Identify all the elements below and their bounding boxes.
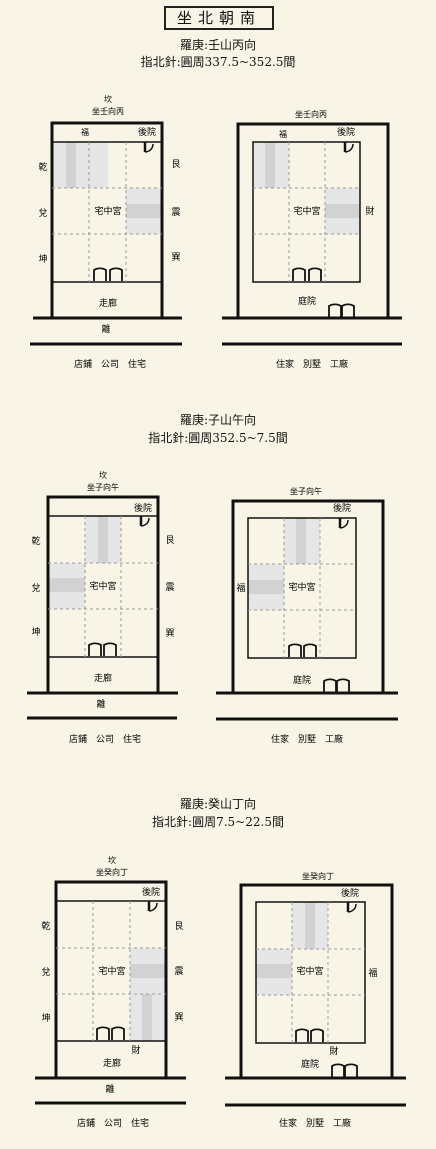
- side-label: 艮: [165, 535, 174, 546]
- double-door-icon: [93, 267, 123, 281]
- luo-label-2: 羅庚:子山午向: [179, 413, 257, 427]
- page-title: 坐北朝南: [164, 6, 274, 30]
- shaded-strip: [296, 518, 306, 564]
- corridor-label: 走廊: [94, 672, 112, 684]
- compass-label-3: 指北針:圓周7.5~22.5間: [152, 815, 284, 829]
- sub-label: 坐壬向丙: [295, 109, 327, 119]
- yard-label: 庭院: [293, 674, 311, 686]
- center-label: 宅中宮: [94, 205, 121, 217]
- gate-icon: [328, 303, 355, 317]
- compass-label-2: 指北針:圓周352.5~7.5間: [148, 431, 288, 445]
- cell-label: 福: [81, 128, 89, 137]
- shaded-strip: [256, 964, 292, 978]
- cell-label: 財: [131, 1044, 140, 1056]
- bottom-label: 離: [105, 1083, 114, 1095]
- shaded-strip: [48, 578, 85, 592]
- gate-icon: [331, 1063, 358, 1077]
- shaded-strip: [126, 204, 162, 218]
- center-label: 宅中宮: [293, 205, 320, 217]
- corridor-label: 走廊: [103, 1057, 121, 1069]
- double-door-icon: [96, 1026, 125, 1040]
- caption: 住家 別墅 工廠: [271, 733, 343, 745]
- double-door-icon: [288, 643, 317, 657]
- side-label: 震: [174, 966, 183, 977]
- center-label: 宅中宮: [89, 580, 116, 592]
- luo-label-3: 羅庚:癸山丁向: [179, 797, 257, 811]
- side-label: 福: [368, 967, 377, 979]
- double-door-icon: [295, 1028, 324, 1042]
- sub-label: 坐子向午: [290, 486, 322, 496]
- back-yard-label: 後院: [142, 886, 160, 898]
- shaded-strip: [265, 142, 275, 188]
- yard-label: 庭院: [298, 295, 316, 307]
- side-label: 巽: [165, 628, 174, 639]
- diagram-3: 坎 坐癸向丁 後院 宅中宮 財 走廊 離 乾 兌 坤 艮 震 巽 店鋪 公司 住…: [35, 855, 406, 1129]
- bottom-label: 離: [101, 323, 110, 335]
- caption: 店鋪 公司 住宅: [77, 1117, 149, 1129]
- back-yard-label: 後院: [134, 502, 152, 514]
- back-yard-label: 後院: [138, 126, 156, 138]
- side-label: 乾: [41, 920, 50, 932]
- yard-label: 庭院: [301, 1058, 319, 1070]
- double-door-icon: [292, 267, 322, 281]
- cell-label: 福: [279, 130, 287, 139]
- top-label: 坎: [99, 470, 107, 480]
- side-label: 乾: [31, 535, 40, 547]
- shaded-strip: [305, 902, 315, 949]
- sub-label: 坐癸向丁: [96, 867, 128, 877]
- side-label: 乾: [38, 161, 47, 173]
- side-label: 兌: [31, 583, 40, 594]
- side-label: 巽: [174, 1012, 183, 1023]
- side-label: 兌: [41, 967, 50, 978]
- shaded-strip: [142, 994, 152, 1041]
- side-label: 坤: [41, 1012, 50, 1024]
- shaded-strip: [248, 580, 284, 594]
- back-yard-label: 後院: [337, 126, 355, 138]
- side-label: 坤: [31, 626, 40, 638]
- shaded-strip: [130, 964, 166, 978]
- diagram-2: 坎 坐子向午 後院 宅中宮 走廊 離 乾 兌 坤 艮 震 巽 店鋪 公司 住宅 …: [27, 470, 398, 745]
- caption: 住家 別墅 工廠: [279, 1117, 351, 1129]
- side-label: 震: [171, 207, 180, 218]
- bottom-label: 離: [96, 698, 105, 710]
- cell-label: 財: [329, 1045, 338, 1057]
- compass-label-1: 指北針:圓周337.5~352.5間: [140, 55, 296, 69]
- side-label: 巽: [171, 252, 180, 263]
- double-door-icon: [88, 642, 117, 656]
- sub-label: 坐壬向丙: [92, 106, 124, 116]
- center-label: 宅中宮: [296, 965, 323, 977]
- center-label: 宅中宮: [98, 965, 125, 977]
- diagram-1: 坎 坐壬向丙 福 後院 宅中宮 走廊 離 乾 兌 坤 艮 震 巽 店鋪 公司 住…: [30, 94, 402, 370]
- caption: 店鋪 公司 住宅: [74, 358, 146, 370]
- side-label: 艮: [174, 921, 183, 932]
- sub-label: 坐子向午: [87, 482, 119, 492]
- side-label: 福: [236, 582, 245, 594]
- shaded-strip: [66, 142, 76, 188]
- side-label: 震: [165, 582, 174, 593]
- side-label: 坤: [38, 253, 47, 265]
- shaded-strip: [325, 204, 360, 218]
- side-label: 財: [365, 205, 374, 217]
- back-yard-label: 後院: [333, 502, 351, 514]
- shaded-strip: [98, 516, 108, 563]
- center-label: 宅中宮: [288, 581, 315, 593]
- corridor-label: 走廊: [99, 297, 117, 309]
- side-label: 兌: [38, 208, 47, 219]
- shaded-cell: [52, 142, 108, 188]
- sub-label: 坐癸向丁: [302, 871, 334, 881]
- top-label: 坎: [104, 94, 112, 104]
- back-yard-label: 後院: [341, 887, 359, 899]
- side-label: 艮: [171, 159, 180, 170]
- gate-icon: [323, 678, 350, 692]
- luo-label-1: 羅庚:壬山丙向: [179, 38, 257, 52]
- caption: 住家 別墅 工廠: [276, 358, 348, 370]
- top-label: 坎: [108, 855, 116, 865]
- caption: 店鋪 公司 住宅: [69, 733, 141, 745]
